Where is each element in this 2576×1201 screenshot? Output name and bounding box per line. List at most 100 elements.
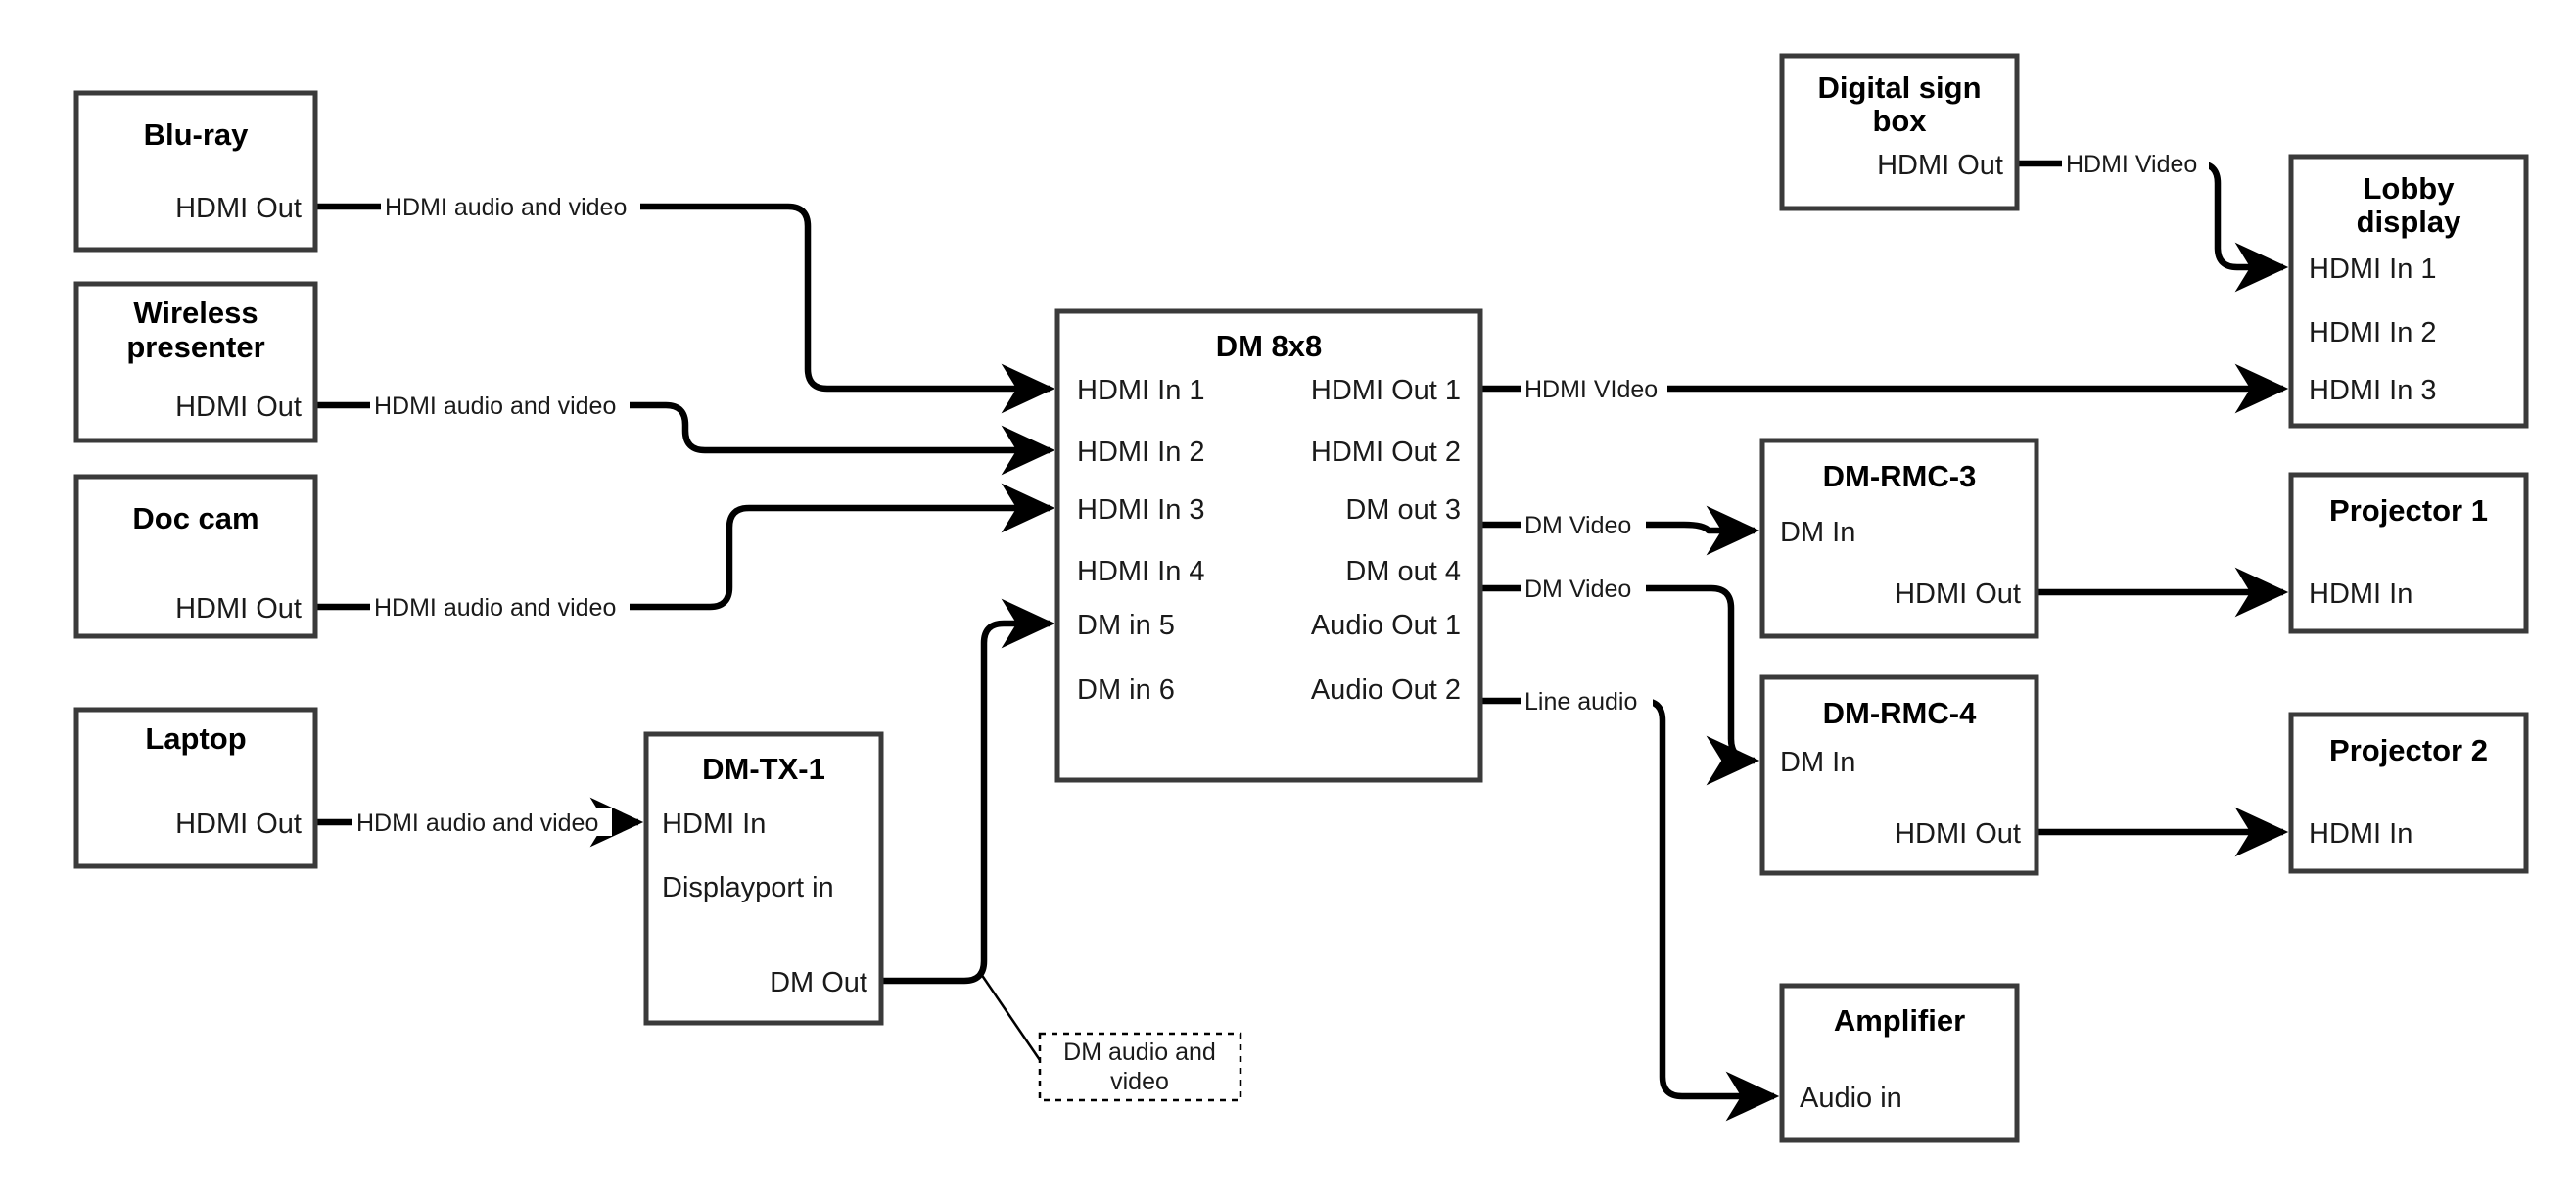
dm-tx-1-port-hdmi-in: HDMI In (662, 808, 766, 840)
dm-8x8-output-hdmi-out-1: HDMI Out 1 (1311, 375, 1461, 406)
laptop-box[interactable] (73, 707, 318, 869)
wire-digitalsign-to-lobby-in1 (2017, 160, 2289, 293)
node-dm-8x8[interactable]: DM 8x8 HDMI In 1 HDMI In 2 HDMI In 3 HDM… (1054, 308, 1483, 783)
dm-8x8-input-hdmi-in-3: HDMI In 3 (1077, 494, 1205, 526)
label-bg-dm-out4 (1521, 575, 1646, 602)
bluray-box[interactable] (73, 90, 318, 253)
wire-label-digitalsign: HDMI Video (2066, 151, 2197, 178)
node-dm-tx-1[interactable]: DM-TX-1 HDMI In Displayport in DM Out (643, 731, 884, 1026)
wire-label-bluray: HDMI audio and video (385, 194, 627, 221)
dm-8x8-output-hdmi-out-2: HDMI Out 2 (1311, 437, 1461, 468)
digital-sign-title-line2: box (1872, 104, 1927, 138)
dm-8x8-input-dm-in-5: DM in 5 (1077, 610, 1175, 641)
lobby-display-box[interactable] (2288, 154, 2529, 429)
dm-audio-video-note-line1: DM audio and (1063, 1039, 1216, 1066)
wire-bluray-to-dm-in1 (315, 203, 1055, 414)
lobby-display-port-hdmi-in-2: HDMI In 2 (2309, 317, 2437, 348)
dm-tx-1-port-dm-out: DM Out (770, 967, 867, 998)
wireless-presenter-title-line1: Wireless (133, 296, 258, 330)
projector-2-title: Projector 2 (2329, 733, 2488, 767)
lobby-display-title-line1: Lobby (2364, 171, 2456, 206)
dm-8x8-box[interactable] (1054, 308, 1483, 783)
lobby-display-port-hdmi-in-3: HDMI In 3 (2309, 375, 2437, 406)
digital-sign-title-line1: Digital sign (1817, 70, 1981, 105)
dm-8x8-output-audio-out-1: Audio Out 1 (1311, 610, 1461, 641)
wire-dm-out4-to-rmc4 (1480, 584, 1760, 786)
dm-8x8-input-dm-in-6: DM in 6 (1077, 674, 1175, 706)
doc-cam-box[interactable] (73, 474, 318, 639)
wire-label-dm-out4: DM Video (1524, 576, 1631, 603)
node-projector-2[interactable]: Projector 2 HDMI In (2288, 712, 2529, 874)
wireless-presenter-box[interactable] (73, 281, 318, 443)
laptop-title: Laptop (145, 721, 246, 756)
dm-tx-1-title: DM-TX-1 (702, 752, 825, 786)
wire-dm-out3-to-rmc3 (1480, 505, 1760, 556)
amplifier-port-audio-in: Audio in (1800, 1083, 1902, 1114)
wire-audio-out1-to-amp (1480, 697, 1780, 1122)
dm-rmc-3-title: DM-RMC-3 (1823, 459, 1977, 493)
dm-8x8-output-dm-out-3: DM out 3 (1345, 494, 1461, 526)
wire-doccam-to-dm-in3 (315, 483, 1055, 611)
lobby-display-title-line2: display (2357, 205, 2462, 239)
wire-label-audio-out1: Line audio (1524, 688, 1637, 716)
label-bg-doccam (370, 593, 630, 621)
dm-8x8-input-hdmi-in-4: HDMI In 4 (1077, 556, 1205, 587)
dm-rmc-4-title: DM-RMC-4 (1823, 696, 1977, 730)
node-doc-cam[interactable]: Doc cam HDMI Out (73, 474, 318, 639)
dm-8x8-output-dm-out-4: DM out 4 (1345, 556, 1461, 587)
node-bluray[interactable]: Blu-ray HDMI Out (73, 90, 318, 253)
laptop-port-hdmi-out: HDMI Out (175, 808, 302, 840)
node-laptop[interactable]: Laptop HDMI Out (73, 707, 318, 869)
wire-wireless-to-dm-in2 (315, 401, 1055, 476)
projector-2-box[interactable] (2288, 712, 2529, 874)
wire-label-wireless: HDMI audio and video (374, 393, 616, 420)
projector-1-port-hdmi-in: HDMI In (2309, 578, 2412, 610)
label-bg-laptop (352, 808, 612, 836)
lobby-display-port-hdmi-in-1: HDMI In 1 (2309, 254, 2437, 285)
wire-label-doccam: HDMI audio and video (374, 594, 616, 622)
node-digital-sign-box[interactable]: Digital sign box HDMI Out (1779, 53, 2020, 211)
wireless-presenter-port-hdmi-out: HDMI Out (175, 392, 302, 423)
node-amplifier[interactable]: Amplifier Audio in (1779, 983, 2020, 1143)
label-bg-audio-out1 (1521, 687, 1653, 715)
note-dm-audio-and-video: DM audio and video (1038, 1032, 1242, 1102)
amplifier-box[interactable] (1779, 983, 2020, 1143)
projector-1-title: Projector 1 (2329, 493, 2488, 528)
projector-2-port-hdmi-in: HDMI In (2309, 818, 2412, 850)
label-bg-wireless (370, 392, 630, 419)
dm-tx-1-port-displayport-in: Displayport in (662, 872, 834, 903)
wire-label-dm-out3: DM Video (1524, 512, 1631, 539)
label-bg-dm-out3 (1521, 511, 1646, 538)
wireless-presenter-title-line2: presenter (126, 330, 264, 364)
node-lobby-display[interactable]: Lobby display HDMI In 1 HDMI In 2 HDMI I… (2288, 154, 2529, 429)
doc-cam-title: Doc cam (132, 501, 258, 535)
digital-sign-port-hdmi-out: HDMI Out (1877, 150, 2003, 181)
wire-label-dm-out1: HDMI VIdeo (1524, 376, 1658, 403)
leader-line-dm-note (977, 970, 1042, 1061)
dm-rmc-3-port-hdmi-out: HDMI Out (1895, 578, 2021, 610)
bluray-port-hdmi-out: HDMI Out (175, 193, 302, 224)
dm-8x8-input-hdmi-in-1: HDMI In 1 (1077, 375, 1205, 406)
node-dm-rmc-4[interactable]: DM-RMC-4 DM In HDMI Out (1759, 674, 2039, 876)
dm-rmc-3-box[interactable] (1759, 438, 2039, 639)
doc-cam-port-hdmi-out: HDMI Out (175, 593, 302, 624)
label-bg-bluray (381, 193, 640, 220)
dm-rmc-4-port-hdmi-out: HDMI Out (1895, 818, 2021, 850)
node-projector-1[interactable]: Projector 1 HDMI In (2288, 472, 2529, 634)
label-bg-digitalsign (2062, 150, 2209, 177)
wire-label-laptop: HDMI audio and video (356, 809, 598, 837)
label-bg-dm-out1 (1521, 375, 1667, 402)
amplifier-title: Amplifier (1834, 1003, 1965, 1038)
digital-sign-box[interactable] (1779, 53, 2020, 211)
dm-rmc-4-port-dm-in: DM In (1780, 747, 1855, 778)
dm-audio-video-note-box (1038, 1032, 1242, 1102)
node-wireless-presenter[interactable]: Wireless presenter HDMI Out (73, 281, 318, 443)
dm-tx-1-box[interactable] (643, 731, 884, 1026)
wire-dmtx1-to-dm-in5 (881, 598, 1055, 985)
node-dm-rmc-3[interactable]: DM-RMC-3 DM In HDMI Out (1759, 438, 2039, 639)
projector-1-box[interactable] (2288, 472, 2529, 634)
bluray-title: Blu-ray (144, 117, 250, 152)
dm-rmc-4-box[interactable] (1759, 674, 2039, 876)
